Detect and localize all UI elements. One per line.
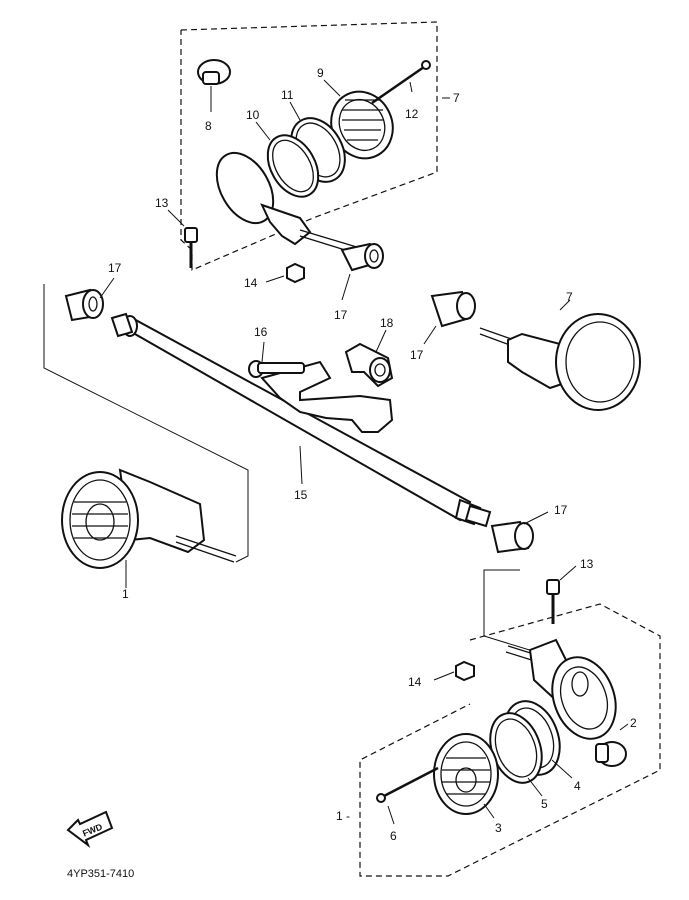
label-12: 12 — [405, 107, 419, 121]
label-4: 4 — [574, 779, 581, 793]
housing-lower — [505, 638, 617, 740]
label-17-left: 17 — [108, 261, 122, 275]
lower-assembly-outline — [359, 603, 661, 877]
label-5: 5 — [541, 797, 548, 811]
label-8: 8 — [205, 119, 212, 133]
housing-upper — [215, 151, 361, 255]
screw-12 — [371, 60, 431, 105]
bulb-2 — [595, 741, 627, 767]
label-13-lower: 13 — [580, 557, 594, 571]
label-2: 2 — [630, 716, 637, 730]
turn-signal-1-left — [61, 468, 237, 569]
ring-10-inner — [272, 139, 314, 193]
upper-assembly-outline — [180, 21, 438, 271]
label-17-right: 17 — [410, 348, 424, 362]
mount-bracket — [260, 360, 394, 433]
bolt-16 — [248, 360, 305, 378]
label-1-left: 1 — [122, 587, 129, 601]
label-17-lower: 17 — [554, 503, 568, 517]
bolt-13-upper — [184, 227, 198, 268]
label-9: 9 — [317, 66, 324, 80]
label-3: 3 — [495, 821, 502, 835]
bulb-8 — [197, 59, 231, 112]
label-14-upper: 14 — [244, 276, 258, 290]
grommet-17-lower — [490, 520, 534, 554]
grommet-17-left — [64, 288, 104, 322]
nut-14-lower — [455, 660, 475, 682]
fwd-arrow-icon: FWD — [66, 810, 114, 848]
bracket-18 — [344, 342, 394, 388]
bolt-13-lower — [546, 579, 560, 624]
label-17-upper: 17 — [334, 308, 348, 322]
label-16: 16 — [254, 325, 268, 339]
label-14-lower: 14 — [408, 675, 422, 689]
label-18: 18 — [380, 316, 394, 330]
label-7-right: 7 — [566, 290, 573, 304]
part-labels: 8 9 10 11 12 7 13 14 17 17 16 18 17 7 15… — [108, 66, 637, 843]
turn-signal-7-right — [430, 290, 641, 411]
label-15: 15 — [294, 488, 308, 502]
label-1-lower: 1 - — [336, 809, 350, 823]
label-13-upper: 13 — [155, 196, 169, 210]
leader-lines — [99, 79, 629, 825]
stay-15 — [110, 312, 492, 528]
screw-6 — [376, 766, 439, 803]
lens-3 — [433, 733, 499, 815]
gasket-5-inner — [494, 718, 538, 778]
label-11: 11 — [281, 88, 294, 102]
left-guide-line — [43, 284, 249, 563]
lens-ring-9 — [330, 90, 394, 160]
nut-14-upper — [286, 262, 305, 284]
part-code: 4YP351-7410 — [67, 868, 134, 880]
label-6: 6 — [390, 829, 397, 843]
lower-guide-line — [483, 569, 537, 653]
label-10: 10 — [246, 108, 260, 122]
label-7-top: 7 — [453, 91, 460, 105]
ring-10 — [266, 134, 320, 198]
grommet-17-upper — [340, 242, 384, 272]
